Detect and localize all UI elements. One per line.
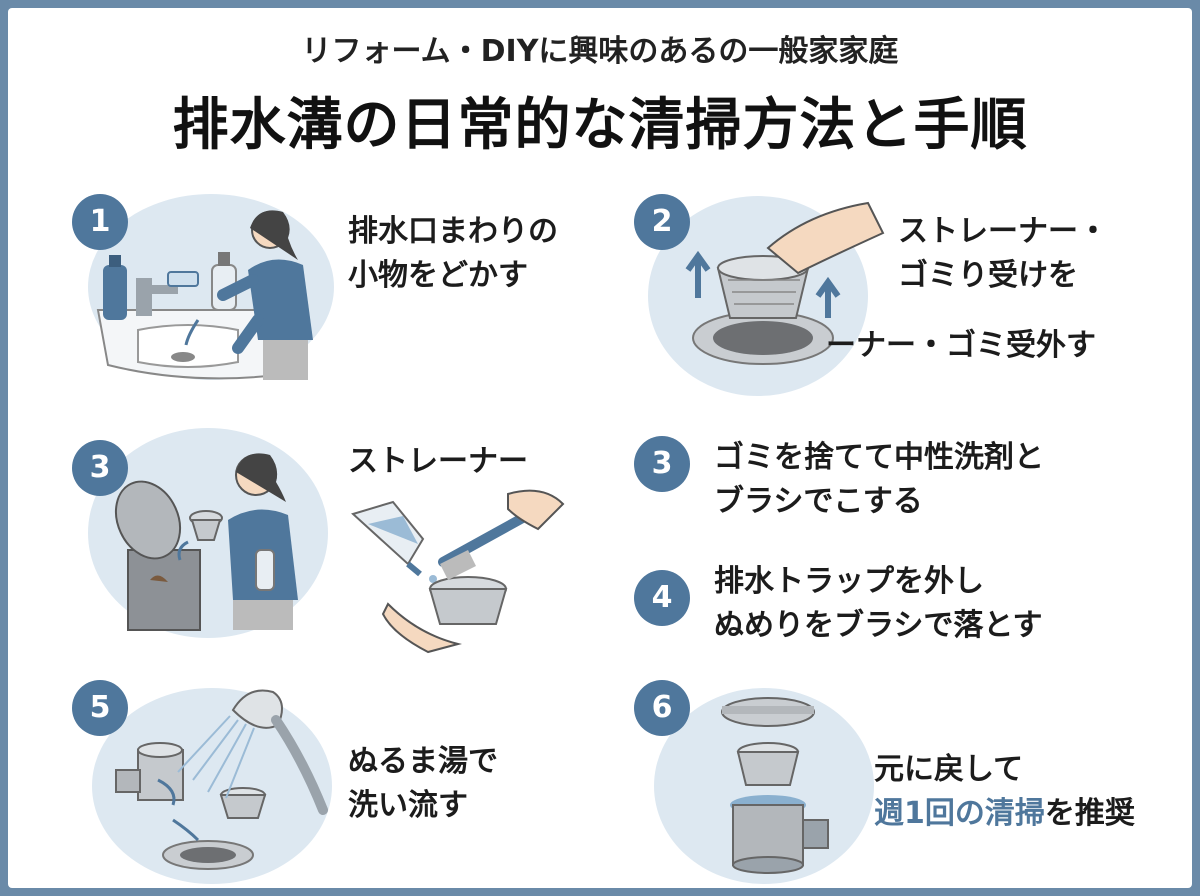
step1-text-line1: 排水口まわりの [348, 214, 558, 249]
page-title: 排水溝の日常的な清掃方法と手順 [172, 93, 1028, 158]
sink-cleanup-illustration [96, 210, 313, 380]
step6-accent-text: 週1回の清掃 [874, 796, 1045, 831]
step-badge-1: 1 [72, 194, 128, 250]
rinse-illustration [115, 689, 328, 870]
reassembly-illustration [721, 697, 829, 874]
step4-text-line1: 排水トラップを外し [714, 564, 984, 599]
step-badge-2: 2 [634, 194, 690, 250]
trash-disposal-illustration [114, 453, 298, 631]
step5-text-line1: ぬるま湯で [348, 744, 498, 779]
step3b-text-line1: ゴミを捨てて中性洗剤と [714, 440, 1044, 475]
step2-text-line1: ストレーナー・ [898, 214, 1108, 249]
step-badge-3b: 3 [634, 436, 690, 492]
step6-plain-text: を推奨 [1044, 796, 1135, 831]
step2-text-line2: ゴミり受けを [898, 258, 1078, 293]
strainer-removal-illustration [685, 201, 885, 365]
step3b-text-line2: ブラシでこする [714, 484, 923, 519]
step-badge-4: 4 [634, 570, 690, 626]
subtitle: リフォーム・DIYに興味のあるの一般家家庭 [301, 34, 899, 69]
step-badge-3: 3 [72, 440, 128, 496]
step-badge-6: 6 [634, 680, 690, 736]
step6-text-line1: 元に戻して [874, 752, 1024, 787]
step-badge-5: 5 [72, 680, 128, 736]
brush-scrubbing-illustration [351, 489, 565, 654]
step1-text-line2: 小物をどかす [348, 258, 528, 293]
step4-text-line2: ぬめりをブラシで落とす [714, 608, 1043, 643]
infographic-frame: リフォーム・DIYに興味のあるの一般家家庭 排水溝の日常的な清掃方法と手順 1 … [8, 8, 1192, 888]
step3-text-line1: ストレーナー [348, 444, 528, 479]
step2-text-line3: ーナー・ゴミ受外す [826, 328, 1096, 363]
step6-text-line2: 週1回の清掃を推奨 [874, 792, 1135, 836]
step5-text-line2: 洗い流す [348, 788, 468, 823]
